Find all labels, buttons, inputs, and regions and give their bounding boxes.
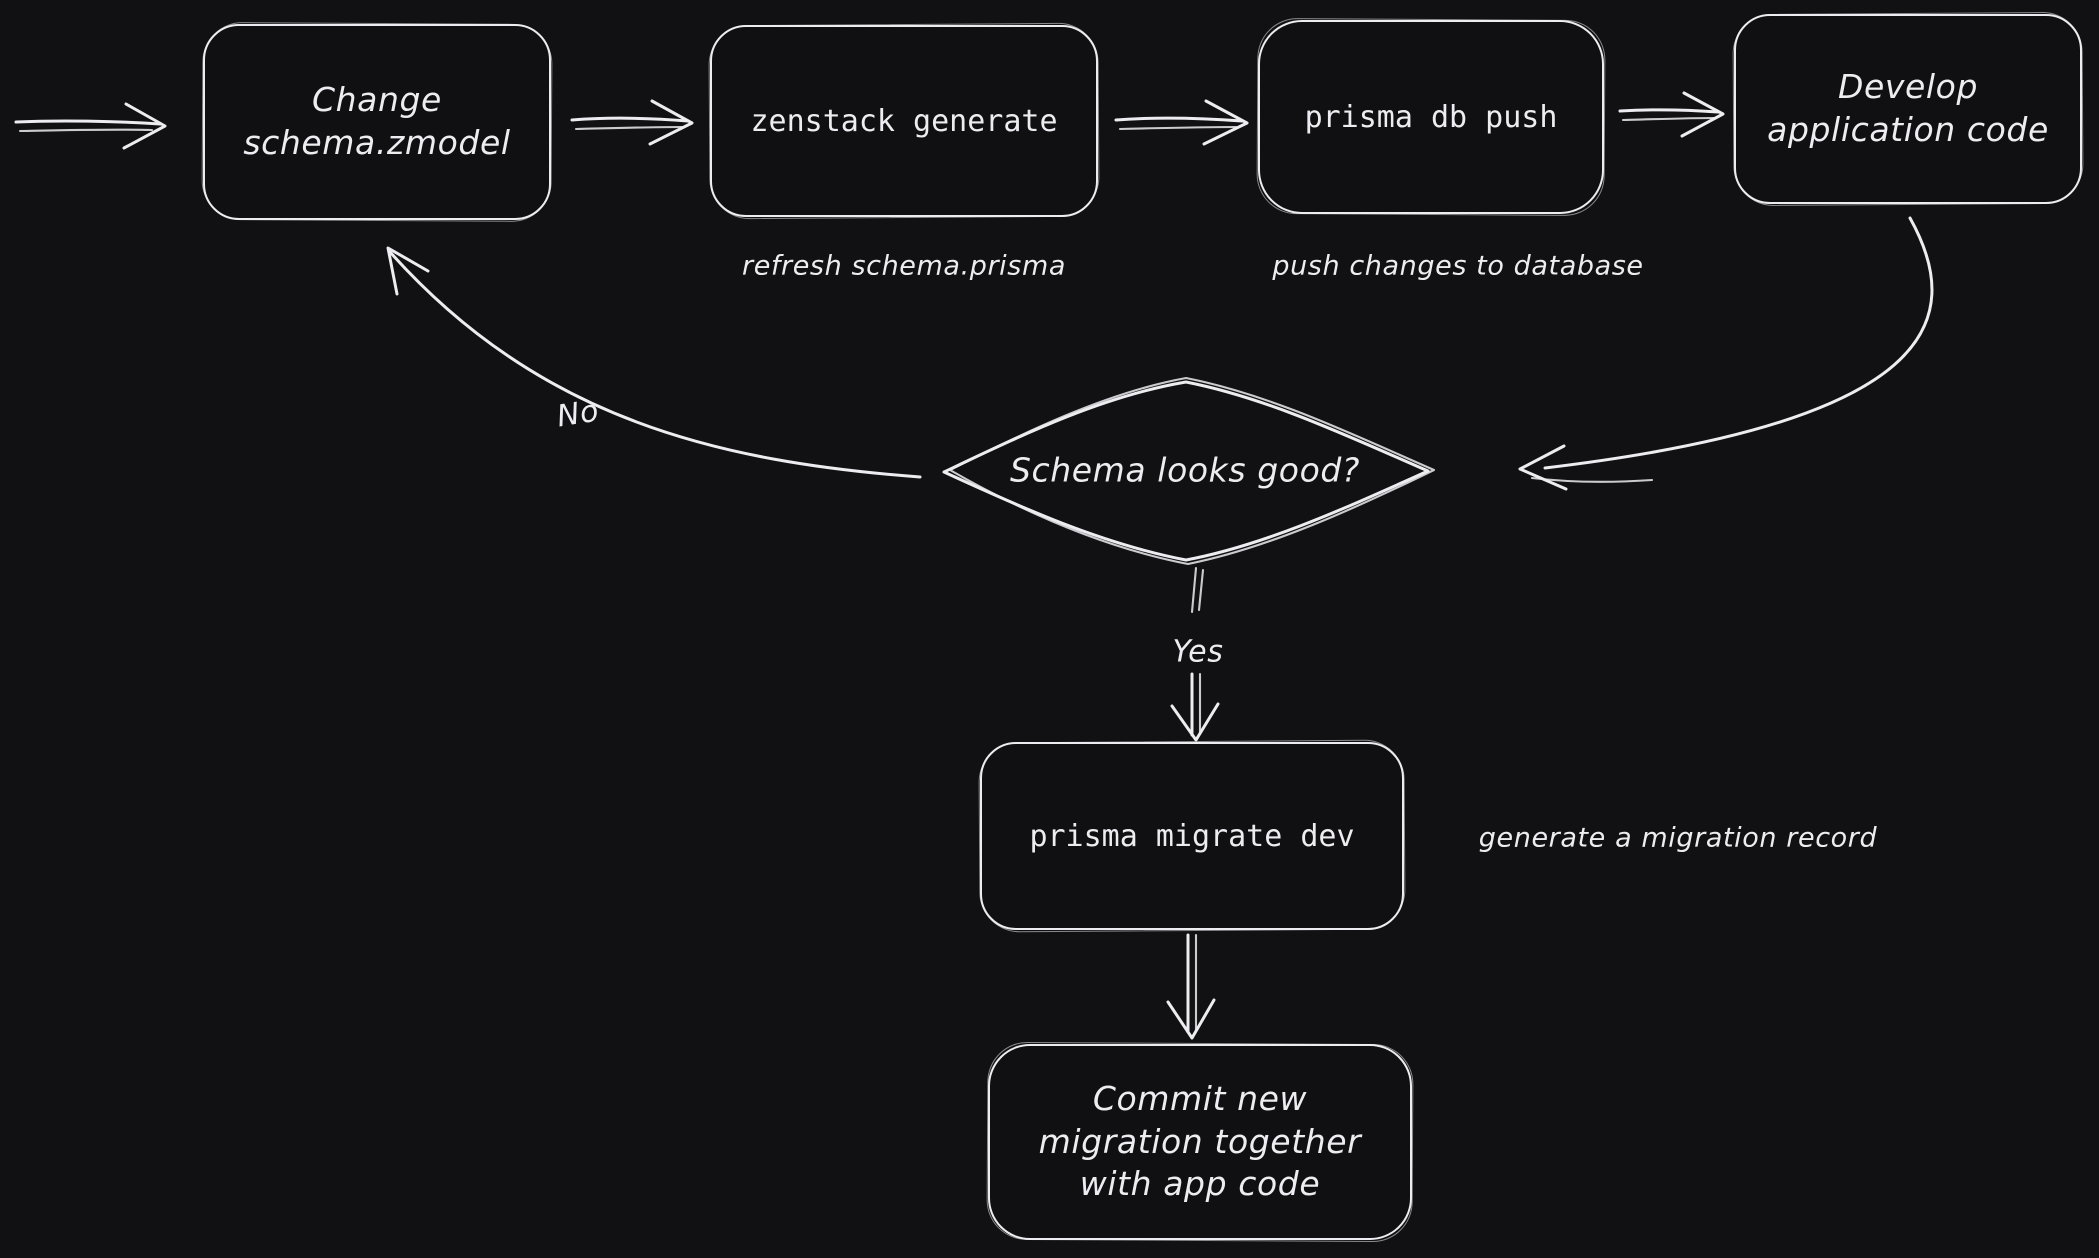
- arrow-yes-stub2: [1197, 568, 1205, 612]
- caption-refresh-schema-prisma: refresh schema.prisma: [741, 250, 1067, 282]
- node-change-schema: Change schema.zmodel: [203, 24, 551, 220]
- node-commit-migration: Commit new migration together with app c…: [988, 1044, 1412, 1240]
- node-change-schema-label: Change schema.zmodel: [243, 80, 511, 162]
- arrow-change-to-generate-line: [570, 116, 690, 123]
- node-prisma-db-push: prisma db push: [1258, 20, 1604, 214]
- caption-push-changes-to-database: push changes to database: [1272, 250, 1644, 282]
- arrow-change-to-generate-line2: [574, 125, 684, 131]
- decision-diamond-outline2: [948, 376, 1436, 566]
- arrow-yes-head: [1170, 702, 1220, 742]
- arrow-develop-to-decision-line: [1543, 216, 1934, 470]
- arrow-migrate-to-commit-head: [1166, 998, 1216, 1040]
- node-commit-migration-label: Commit new migration together with app c…: [1038, 1078, 1362, 1204]
- arrow-develop-to-decision-head: [1518, 444, 1568, 491]
- arrow-entry-line2: [18, 128, 154, 133]
- arrow-generate-to-push-line: [1114, 116, 1244, 123]
- arrow-push-to-develop-line2: [1621, 116, 1716, 122]
- node-develop-application-code: Develop application code: [1734, 14, 2082, 204]
- arrow-entry-line: [14, 119, 162, 126]
- node-zenstack-generate-label: zenstack generate: [750, 103, 1058, 139]
- arrow-push-to-develop-line: [1618, 108, 1720, 114]
- arrow-generate-to-push-head: [1202, 99, 1249, 146]
- caption-generate-migration-record: generate a migration record: [1478, 822, 1878, 854]
- node-prisma-db-push-label: prisma db push: [1304, 99, 1558, 135]
- edge-label-yes: Yes: [1172, 634, 1224, 670]
- decision-diamond-outline: [942, 380, 1430, 562]
- arrow-yes-stub: [1190, 566, 1198, 614]
- node-develop-application-code-label: Develop application code: [1767, 67, 2049, 149]
- node-prisma-migrate-dev: prisma migrate dev: [980, 742, 1404, 930]
- decision-label: Schema looks good?: [1009, 450, 1361, 490]
- arrow-entry-head: [122, 102, 167, 150]
- arrow-generate-to-push-line2: [1118, 125, 1238, 131]
- arrow-no-head: [386, 246, 430, 296]
- arrow-push-to-develop-head: [1680, 91, 1725, 138]
- arrow-no-line: [388, 250, 922, 479]
- node-prisma-migrate-dev-label: prisma migrate dev: [1029, 818, 1355, 854]
- edge-label-no: No: [554, 393, 602, 435]
- node-zenstack-generate: zenstack generate: [710, 25, 1098, 217]
- arrow-change-to-generate-head: [648, 99, 694, 146]
